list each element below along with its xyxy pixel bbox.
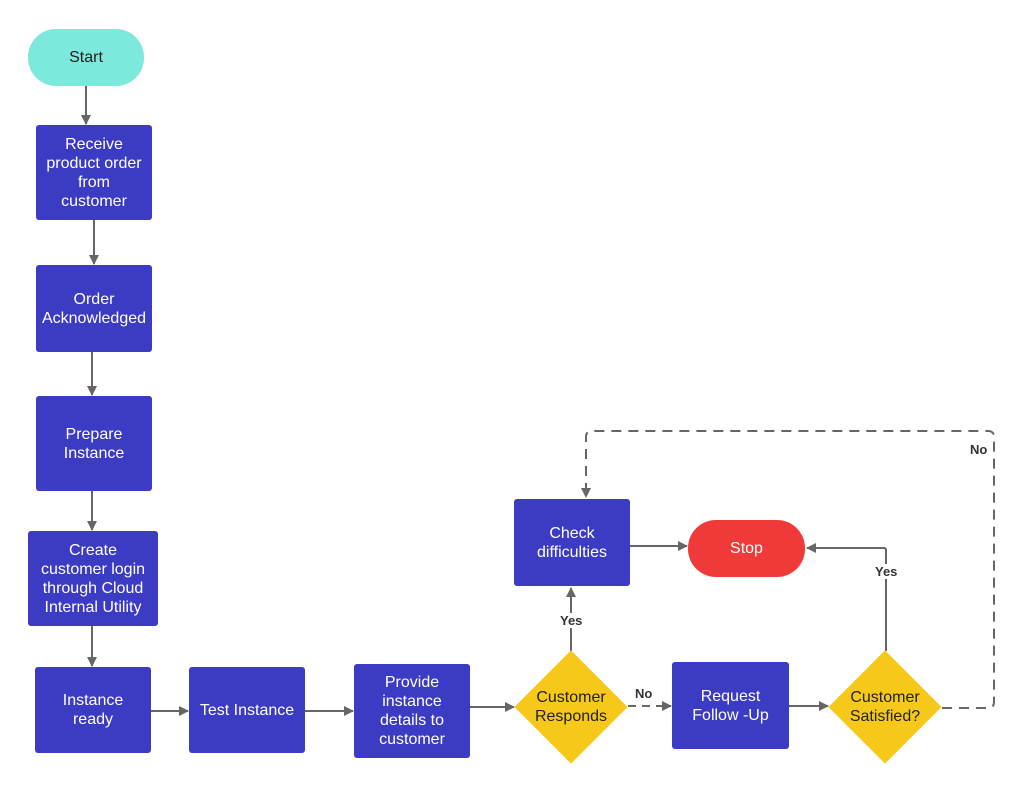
check-difficulties-step: Check difficulties [514,499,630,586]
edge-label-responds-yes: Yes [558,613,585,628]
order-acknowledged-step: Order Acknowledged [36,265,152,352]
edge-label-satisfied-no: No [968,442,990,457]
provide-details-step: Provide instance details to customer [354,664,470,758]
receive-order-step: Receive product order from customer [36,125,152,220]
edge-label-satisfied-yes: Yes [873,564,900,579]
prepare-instance-step: Prepare Instance [36,396,152,491]
customer-satisfied-decision: Customer Satisfied? [828,650,942,764]
test-instance-step: Test Instance [189,667,305,753]
edge-satisfied-yes-to-stop [806,543,887,651]
edge-satisfied-no-to-check [581,430,995,709]
customer-responds-decision: Customer Responds [514,650,628,764]
create-login-step: Create customer login through Cloud Inte… [28,531,158,626]
start-terminal: Start [28,29,144,86]
edge-label-responds-no: No [633,686,655,701]
request-followup-step: Request Follow -Up [672,662,789,749]
instance-ready-step: Instance ready [35,667,151,753]
decision-label: Customer Satisfied? [849,689,921,725]
decision-label: Customer Responds [534,689,608,725]
stop-terminal: Stop [688,520,805,577]
